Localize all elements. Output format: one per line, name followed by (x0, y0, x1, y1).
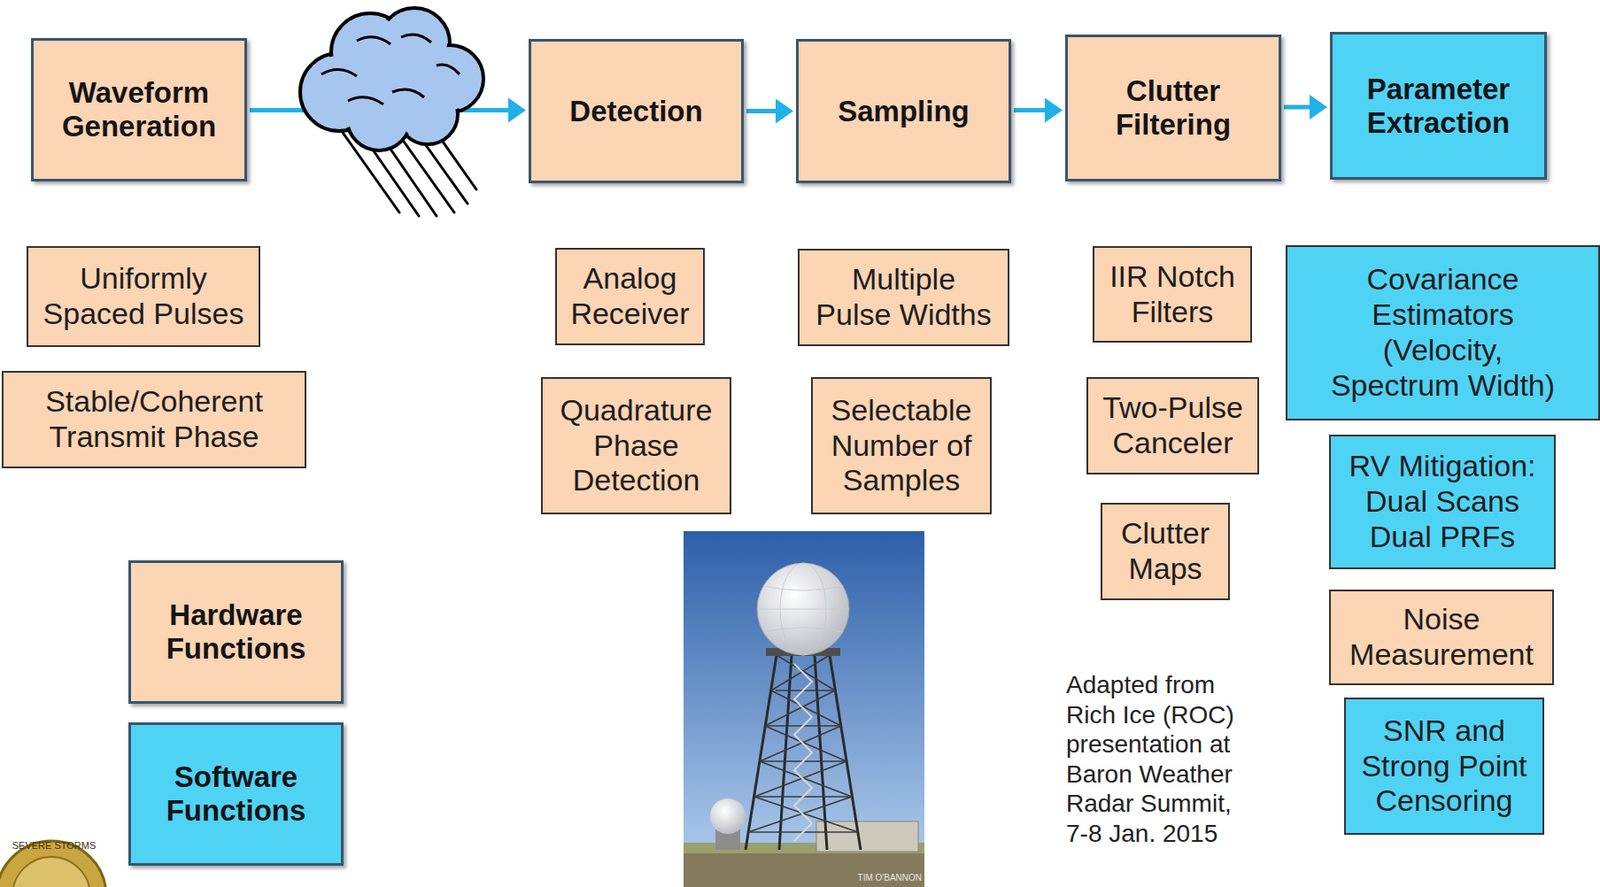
box-text: RV Mitigation: Dual Scans Dual PRFs (1344, 448, 1540, 555)
function-box: SNR and Strong Point Censoring (1344, 697, 1545, 835)
cloud-fill (302, 10, 481, 148)
arrow-head (1309, 94, 1328, 120)
box-text: Selectable Number of Samples (819, 393, 983, 499)
function-box: Noise Measurement (1329, 589, 1554, 686)
arrow-head (508, 98, 526, 124)
arrow-head (775, 99, 794, 124)
box-text: Stable/Coherent Transmit Phase (10, 384, 298, 456)
function-box: Multiple Pulse Widths (797, 248, 1010, 347)
legend-swatch: Hardware Functions (128, 560, 344, 704)
box-text: Analog Receiver (564, 261, 696, 333)
function-box: Analog Receiver (555, 247, 705, 346)
stage-box: Sampling (796, 38, 1012, 184)
arrow-line (1283, 105, 1314, 110)
function-box: Covariance Estimators (Velocity, Spectru… (1285, 245, 1600, 421)
cloud-outline (300, 7, 484, 151)
function-box: Two-Pulse Canceler (1086, 377, 1260, 475)
function-box: Uniformly Spaced Pulses (26, 246, 261, 348)
small-radome (710, 798, 746, 835)
stage-box: Waveform Generation (30, 38, 248, 182)
function-box: Quadrature Phase Detection (541, 377, 732, 515)
source-note: Adapted from Rich Ice (ROC) presentation… (1066, 670, 1257, 850)
function-box: Stable/Coherent Transmit Phase (1, 371, 307, 469)
box-text: Quadrature Phase Detection (549, 393, 723, 499)
box-text: Two-Pulse Canceler (1095, 390, 1251, 462)
ground (683, 853, 925, 887)
flow-arrow (746, 99, 794, 124)
function-box: IIR Notch Filters (1092, 246, 1253, 343)
box-text: Multiple Pulse Widths (811, 262, 998, 333)
building (816, 821, 919, 852)
box-text: Sampling (837, 94, 970, 129)
box-text: Parameter Extraction (1339, 72, 1538, 140)
cloud-scallops (321, 34, 460, 105)
function-box: Clutter Maps (1100, 502, 1230, 601)
box-text: Noise Measurement (1337, 602, 1546, 673)
box-text: Clutter Filtering (1074, 74, 1272, 142)
box-text: Detection (569, 94, 703, 129)
photo-credit: TIM O'BANNON (836, 873, 922, 883)
flow-arrow (1013, 98, 1063, 124)
stage-box: Parameter Extraction (1329, 31, 1547, 180)
box-text: Waveform Generation (40, 76, 238, 144)
tower-stairs (794, 664, 812, 842)
box-text: IIR Notch Filters (1101, 259, 1244, 331)
function-box: Selectable Number of Samples (811, 377, 992, 515)
function-box: RV Mitigation: Dual Scans Dual PRFs (1329, 434, 1556, 570)
flow-arrow (1283, 94, 1328, 120)
stage-box: Clutter Filtering (1065, 34, 1282, 182)
arrow-line (1013, 108, 1049, 113)
radar-photo (683, 531, 925, 887)
legend-text: Software Functions (138, 760, 334, 828)
logo-text: SEVERE STORMS (5, 840, 103, 851)
tower-legs (745, 655, 861, 851)
radome (757, 563, 850, 656)
radome-panels (757, 563, 850, 656)
box-text: Clutter Maps (1109, 516, 1222, 588)
box-text: Covariance Estimators (Velocity, Spectru… (1314, 262, 1572, 403)
arrow-line (746, 108, 780, 114)
sky (683, 531, 925, 887)
stage-box: Detection (528, 38, 744, 184)
box-text: SNR and Strong Point Censoring (1352, 713, 1536, 820)
rain-cloud (285, 3, 492, 222)
legend-swatch: Software Functions (128, 722, 344, 866)
arrow-head (1044, 98, 1063, 124)
box-text: Uniformly Spaced Pulses (35, 261, 252, 333)
legend-text: Hardware Functions (138, 598, 334, 666)
